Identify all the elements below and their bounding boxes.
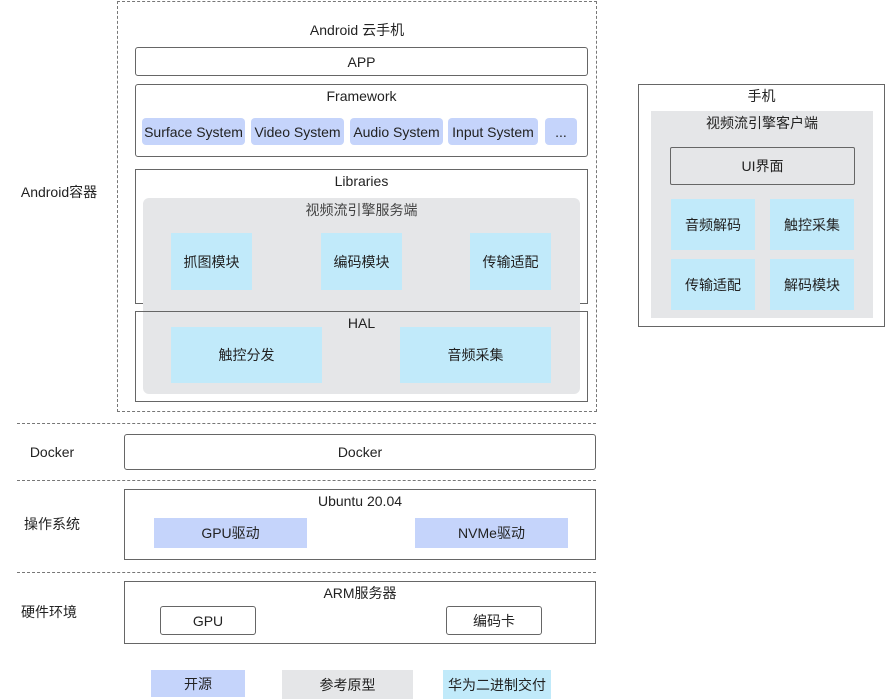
- framework-item-more: ...: [545, 118, 577, 145]
- android-cloud-container: [117, 1, 597, 412]
- docker-box: Docker: [124, 434, 596, 470]
- separator-os-hardware: [17, 572, 596, 573]
- encode-module: 编码模块: [321, 233, 402, 290]
- decode-module: 解码模块: [770, 259, 854, 310]
- legend-huawei-binary: 华为二进制交付: [443, 670, 551, 699]
- libraries-title: Libraries: [334, 173, 389, 189]
- app-layer: APP: [135, 47, 588, 76]
- ui-interface: UI界面: [670, 147, 855, 185]
- separator-android-docker: [17, 423, 596, 424]
- hal-title: HAL: [347, 315, 376, 331]
- os-title: Ubuntu 20.04: [317, 493, 403, 509]
- phone-title: 手机: [747, 88, 776, 104]
- framework-item-video-system: Video System: [251, 118, 344, 145]
- cloud-title: Android 云手机: [309, 22, 405, 38]
- capture-module: 抓图模块: [171, 233, 252, 290]
- framework-title: Framework: [326, 88, 397, 104]
- nvme-driver: NVMe驱动: [415, 518, 568, 548]
- encoder-card: 编码卡: [446, 606, 542, 635]
- video-engine-server-title: 视频流引擎服务端: [305, 202, 418, 218]
- hal-layer: [135, 311, 588, 402]
- framework-item-audio-system: Audio System: [350, 118, 443, 145]
- gpu-driver: GPU驱动: [154, 518, 307, 548]
- touch-dispatch-module: 触控分发: [171, 327, 322, 383]
- transport-adapter-server: 传输适配: [470, 233, 551, 290]
- layer-label-os: 操作系统: [24, 516, 80, 532]
- transport-adapter-client: 传输适配: [671, 259, 755, 310]
- video-engine-client-title: 视频流引擎客户端: [706, 115, 818, 131]
- legend-open-source: 开源: [151, 670, 245, 697]
- separator-docker-os: [17, 480, 596, 481]
- layer-label-docker: Docker: [29, 444, 75, 460]
- hardware-title: ARM服务器: [323, 585, 397, 601]
- layer-label-android: Android容器: [20, 184, 98, 200]
- audio-capture-module: 音频采集: [400, 327, 551, 383]
- audio-decode-module: 音频解码: [671, 199, 755, 250]
- framework-item-input-system: Input System: [448, 118, 538, 145]
- gpu-hardware: GPU: [160, 606, 256, 635]
- touch-capture-module: 触控采集: [770, 199, 854, 250]
- legend-reference-prototype: 参考原型: [282, 670, 413, 699]
- layer-label-hardware: 硬件环境: [21, 604, 77, 620]
- framework-item-surface-system: Surface System: [142, 118, 245, 145]
